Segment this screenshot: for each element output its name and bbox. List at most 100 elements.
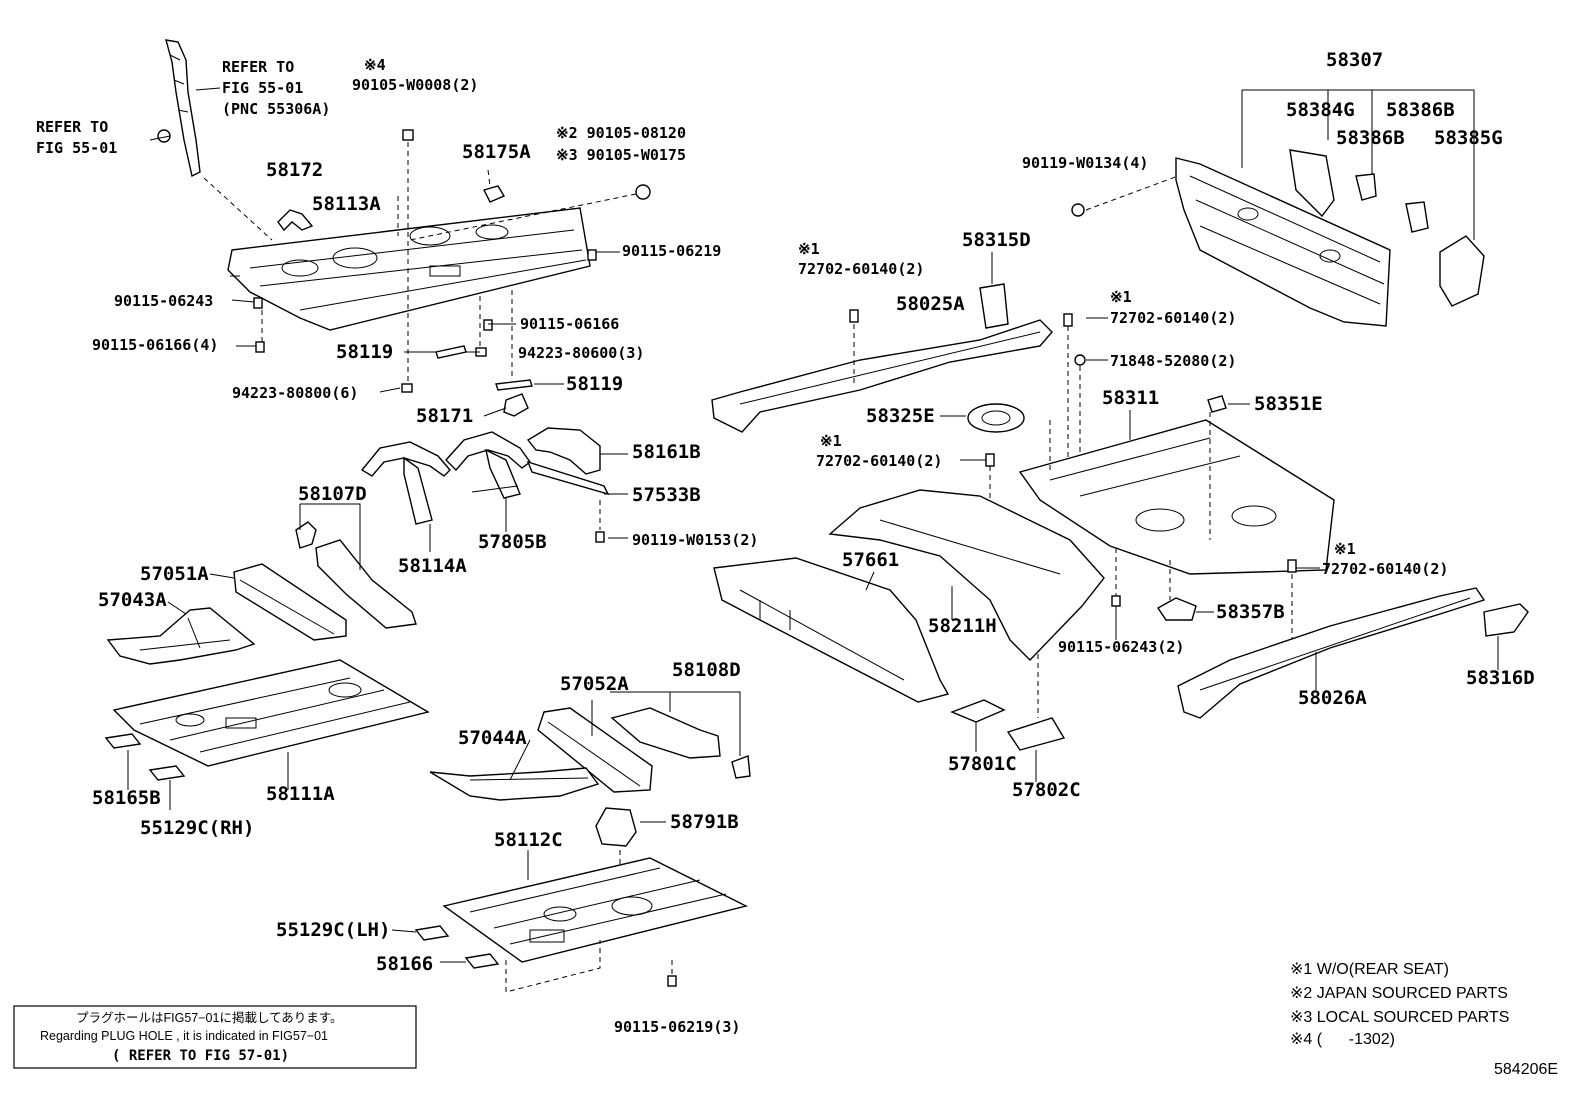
- bracket-58316D-part: [1483, 603, 1529, 637]
- refer-to-b: REFER TO: [36, 118, 108, 136]
- part-72702-c: 72702-60140(2): [816, 452, 942, 470]
- part-58211H: 58211H: [928, 615, 997, 637]
- part-58315D: 58315D: [962, 229, 1031, 251]
- plate-57801C-part: [950, 699, 1006, 723]
- note1-d: ※1: [1334, 540, 1356, 558]
- plug-note-jp: プラグホールはFIG57−01に掲載してあります。: [76, 1010, 342, 1025]
- part-90115-06166: 90115-06166: [520, 315, 619, 333]
- leader-lines: [167, 251, 1499, 963]
- part-58791B: 58791B: [670, 811, 739, 833]
- part-94223-80800: 94223-80800(6): [232, 384, 358, 402]
- member-57052A-part: [537, 707, 653, 793]
- part-58112C: 58112C: [494, 829, 563, 851]
- panel-57044A-part: [429, 767, 600, 801]
- part-58171: 58171: [416, 405, 473, 427]
- bracket-58791B-part: [595, 807, 637, 847]
- part-57044A: 57044A: [458, 727, 527, 749]
- part-58108D: 58108D: [672, 659, 741, 681]
- legend-note1: ※1 W/O(REAR SEAT): [1290, 961, 1449, 978]
- floor-panel-58111A-part: [112, 659, 430, 767]
- plate-57802C-part: [1006, 717, 1066, 751]
- pillar-rail-part: [157, 39, 201, 178]
- part-58161B: 58161B: [632, 441, 701, 463]
- bracket-58386B-a-part: [1355, 173, 1377, 201]
- legend-note4: ※4 ( -1302): [1290, 1031, 1395, 1048]
- cover-55129C-lh-part: [414, 925, 450, 941]
- part-58107D: 58107D: [298, 483, 367, 505]
- part-90119-w0153: 90119-W0153(2): [632, 531, 758, 549]
- part-58172: 58172: [266, 159, 323, 181]
- part-58307: 58307: [1326, 49, 1383, 71]
- panel-57043A-part: [106, 607, 256, 665]
- bracket-58172-part: [277, 209, 314, 232]
- member-57051A-part: [233, 563, 347, 641]
- part-55129C-rh: 55129C(RH): [140, 817, 254, 839]
- part-58311: 58311: [1102, 387, 1159, 409]
- note4-mark: ※4: [364, 56, 386, 74]
- plug-58175A-part: [482, 185, 506, 203]
- bracket-58386B-b-part: [1405, 201, 1429, 233]
- part-57801C: 57801C: [948, 753, 1017, 775]
- part-90115-06219-3: 90115-06219(3): [614, 1018, 740, 1036]
- note1-a: ※1: [798, 240, 820, 258]
- part-58111A: 58111A: [266, 783, 335, 805]
- member-58026A-part: [1177, 587, 1486, 719]
- part-58175A: 58175A: [462, 141, 531, 163]
- part-58119-a: 58119: [336, 341, 393, 363]
- bracket-58385G-part: [1439, 235, 1485, 307]
- bracket-58171-part: [503, 393, 529, 417]
- part-90115-06243-2: 90115-06243(2): [1058, 638, 1184, 656]
- bolt-90119-w0134: [1071, 203, 1085, 217]
- fig-ref-a: FIG 55-01: [222, 79, 303, 97]
- part-58385G: 58385G: [1434, 127, 1503, 149]
- part-90115-06166-4: 90115-06166(4): [92, 336, 218, 354]
- bracket-58165B-part: [104, 733, 142, 749]
- part-57052A: 57052A: [560, 673, 629, 695]
- part-58165B: 58165B: [92, 787, 161, 809]
- diagram-id: 584206E: [1494, 1061, 1558, 1078]
- refer-to-a: REFER TO: [222, 58, 294, 76]
- bolt-90105-08120: [635, 184, 651, 200]
- part-57043A: 57043A: [98, 589, 167, 611]
- part-58384G: 58384G: [1286, 99, 1355, 121]
- part-72702-b: 72702-60140(2): [1110, 309, 1236, 327]
- crossmember-57805B-part: [445, 431, 531, 499]
- plug-note-ref: ( REFER TO FIG 57-01): [112, 1048, 289, 1064]
- part-58351E: 58351E: [1254, 393, 1323, 415]
- bracket-58315D-part: [979, 283, 1009, 329]
- member-58025A-part: [711, 319, 1053, 433]
- crossmember-58114A-part: [360, 441, 451, 525]
- part-71848: 71848-52080(2): [1110, 352, 1236, 370]
- part-94223-80600: 94223-80600(3): [518, 344, 644, 362]
- crossmember-57661-part: [713, 557, 950, 703]
- member-58107D-part: [295, 521, 417, 629]
- member-58211H-part: [828, 489, 1105, 661]
- part-58114A: 58114A: [398, 555, 467, 577]
- part-55129C-lh: 55129C(LH): [276, 919, 390, 941]
- bracket-58166-part: [464, 953, 500, 969]
- plug-hole-note-box: [13, 1005, 417, 1069]
- clip-58119-upper: [435, 345, 467, 359]
- bracket-58161B-part: [526, 427, 601, 475]
- plug-note-en: Regarding PLUG HOLE , it is indicated in…: [40, 1029, 328, 1043]
- note1-b: ※1: [1110, 288, 1132, 306]
- floor-pan-58311-part: [1018, 419, 1335, 575]
- part-58026A: 58026A: [1298, 687, 1367, 709]
- part-57802C: 57802C: [1012, 779, 1081, 801]
- front-floor-panel-58113A: [227, 207, 591, 331]
- part-58325E: 58325E: [866, 405, 935, 427]
- cap-58325E-part: [967, 403, 1025, 433]
- pnc-ref-a: (PNC 55306A): [222, 100, 330, 118]
- fig-ref-b: FIG 55-01: [36, 139, 117, 157]
- part-90105-w0008: 90105-W0008(2): [352, 76, 478, 94]
- part-57661: 57661: [842, 549, 899, 571]
- part-58166: 58166: [376, 953, 433, 975]
- part-note3-bolt: ※3 90105-W0175: [556, 146, 686, 164]
- part-72702-d: 72702-60140(2): [1322, 560, 1448, 578]
- part-58386B-b: 58386B: [1336, 127, 1405, 149]
- bracket-58351E-part: [1207, 395, 1227, 413]
- legend-note2: ※2 JAPAN SOURCED PARTS: [1290, 985, 1508, 1002]
- bracket-58384G-part: [1289, 149, 1335, 218]
- cover-55129C-rh-part: [148, 765, 186, 781]
